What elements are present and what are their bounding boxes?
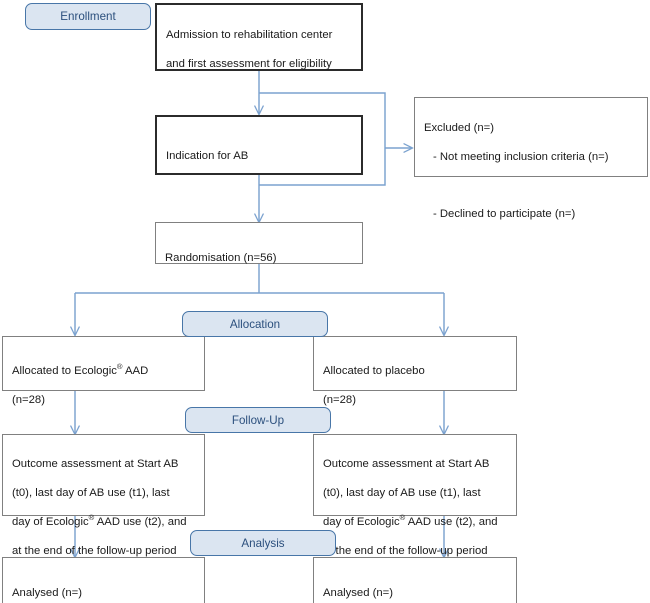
- node-admission-line2: and first assessment for eligibility: [166, 57, 332, 70]
- node-allocated-left: Allocated to Ecologic® AAD (n=28): [2, 336, 205, 406]
- node-followup-right-line2: (t0), last day of AB use (t1), last: [323, 486, 481, 499]
- phase-followup-text: Follow-Up: [231, 413, 285, 427]
- phase-label-enrollment: Enrollment: [25, 3, 151, 30]
- node-analysed-right-line1: Analysed (n=): [323, 586, 394, 599]
- node-indication: Indication for AB: [155, 115, 363, 175]
- node-followup-left-line2: (t0), last day of AB use (t1), last: [12, 486, 170, 499]
- registered-trademark-icon: ®: [399, 513, 406, 523]
- node-followup-right-line3-b: AAD use (t2), and: [405, 515, 498, 528]
- node-admission-line1: Admission to rehabilitation center: [166, 28, 333, 41]
- node-excluded-line1: Excluded (n=): [424, 121, 495, 134]
- node-followup-right-line3: day of Ecologic® AAD use (t2), and: [323, 513, 507, 530]
- node-analysed-left-line1: Analysed (n=): [12, 586, 83, 599]
- node-analysed-right: Analysed (n=) - Excluded from analyses (…: [313, 557, 517, 603]
- node-excluded-line3: - Declined to participate (n=): [433, 207, 576, 220]
- registered-trademark-icon: ®: [88, 513, 95, 523]
- node-allocated-left-line1-a: Allocated to Ecologic: [12, 364, 117, 377]
- node-excluded-line2: - Not meeting inclusion criteria (n=): [433, 150, 609, 163]
- node-followup-left-line3: day of Ecologic® AAD use (t2), and: [12, 513, 195, 530]
- node-admission: Admission to rehabilitation center and f…: [155, 3, 363, 71]
- phase-enrollment-text: Enrollment: [60, 10, 116, 23]
- node-randomisation: Randomisation (n=56): [155, 222, 363, 264]
- phase-analysis-text: Analysis: [241, 536, 285, 550]
- node-excluded: Excluded (n=) - Not meeting inclusion cr…: [414, 97, 648, 220]
- phase-label-analysis: Analysis: [190, 530, 336, 556]
- node-randomisation-line1: Randomisation (n=56): [165, 251, 277, 264]
- node-allocated-left-line1-b: AAD: [122, 364, 149, 377]
- node-analysed-left: Analysed (n=) - Excluded from analyses (…: [2, 557, 205, 603]
- node-allocated-left-line2: (n=28): [12, 393, 45, 406]
- node-allocated-right-line1: Allocated to placebo: [323, 364, 425, 377]
- node-indication-line1: Indication for AB: [166, 149, 249, 162]
- node-allocated-right: Allocated to placebo (n=28): [313, 336, 517, 406]
- node-followup-right-line1: Outcome assessment at Start AB: [323, 457, 490, 470]
- node-allocated-right-line2: (n=28): [323, 393, 356, 406]
- node-allocated-left-line1: Allocated to Ecologic® AAD: [12, 361, 195, 379]
- node-followup-left-line3-a: day of Ecologic: [12, 515, 89, 528]
- node-excluded-spacer: [424, 179, 638, 192]
- node-followup-left-line3-b: AAD use (t2), and: [94, 515, 187, 528]
- phase-allocation-text: Allocation: [229, 317, 281, 331]
- phase-label-followup: Follow-Up: [185, 407, 331, 433]
- phase-label-allocation: Allocation: [182, 311, 328, 337]
- node-followup-left: Outcome assessment at Start AB (t0), las…: [2, 434, 205, 586]
- node-followup-left-line1: Outcome assessment at Start AB: [12, 457, 179, 470]
- registered-trademark-icon: ®: [116, 361, 123, 371]
- node-followup-right-line3-a: day of Ecologic: [323, 515, 400, 528]
- node-followup-right: Outcome assessment at Start AB (t0), las…: [313, 434, 517, 586]
